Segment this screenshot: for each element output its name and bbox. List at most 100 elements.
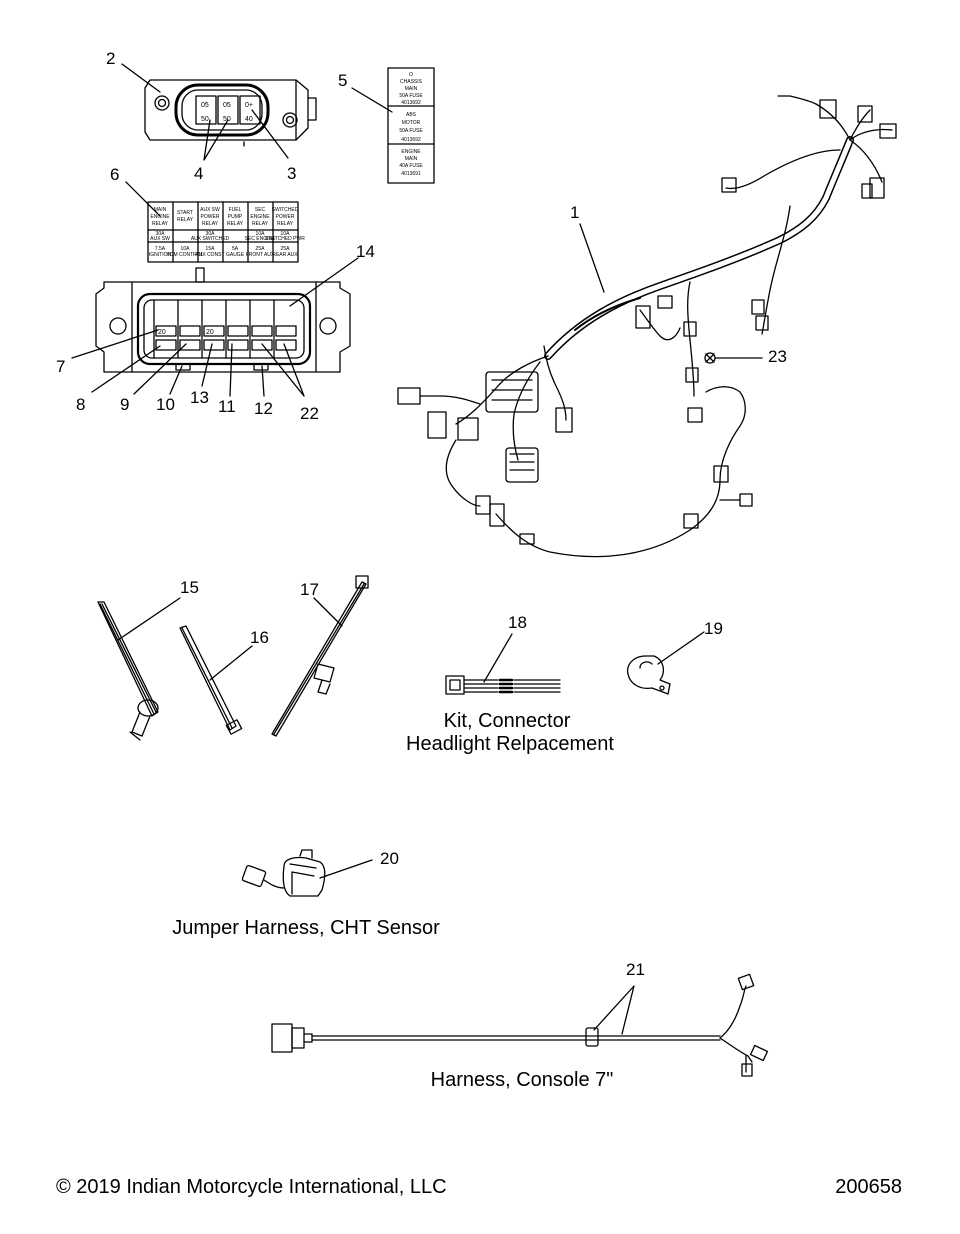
copyright-text: © 2019 Indian Motorcycle International, … (56, 1176, 447, 1198)
sticker-part: 4013691 (401, 171, 421, 177)
sticker-line: ABS (406, 112, 417, 118)
sticker-line: 50A FUSE (399, 128, 423, 134)
relay-top-cell: POWER (201, 214, 220, 220)
callout-20: 20 (380, 849, 399, 868)
relay-top-cell: RELAY (252, 221, 269, 227)
leader-3 (251, 109, 289, 159)
callout-18: 18 (508, 613, 527, 632)
sticker-line: MOTOR (402, 120, 421, 126)
relay-fuse-box (95, 267, 351, 373)
relay-bottom-cell: GAUGE (226, 252, 245, 258)
fuse-top-label: 05 (201, 102, 209, 109)
relay-bottom-cell: 5A (232, 246, 239, 252)
relay-top-cell: SWITCHED (272, 207, 299, 213)
relay-mid-cell: SWITCHED PWR (265, 236, 305, 242)
leader-6 (125, 181, 161, 217)
relay-mid-cell: SEC ENGINE (245, 236, 277, 242)
leader-14 (289, 257, 359, 307)
leader-8 (91, 345, 161, 393)
relay-top-cell: POWER (276, 214, 295, 220)
cable-tie-17 (271, 575, 369, 737)
leader-22 (261, 343, 305, 397)
fuse-top-label: 0+ (245, 102, 253, 109)
leader-19 (657, 631, 705, 665)
callout-numbers: 1 2 3 4 5 6 7 8 9 10 11 12 13 14 15 16 1… (56, 49, 787, 979)
leader-16 (209, 645, 253, 681)
leader-7 (71, 329, 159, 359)
cable-tie-16 (179, 625, 243, 735)
callout-13: 13 (190, 388, 209, 407)
fuse-bottom-label: 40 (245, 116, 253, 123)
leader-4 (203, 119, 229, 161)
callout-10: 10 (156, 395, 175, 414)
callout-14: 14 (356, 242, 375, 261)
relay-top-cell: RELAY (152, 221, 169, 227)
relay-label-sticker (147, 201, 299, 263)
callout-6: 6 (110, 165, 119, 184)
sticker-line: 50A FUSE (399, 93, 423, 99)
leader-12 (261, 365, 265, 397)
relay-mid-cell: AUX SW (150, 236, 170, 242)
callout-7: 7 (56, 357, 65, 376)
leader-1 (579, 223, 605, 293)
fuse-top-label: 05 (223, 102, 231, 109)
document-number: 200658 (835, 1176, 902, 1198)
sticker-line: MAIN (405, 156, 418, 162)
sticker-line: O (409, 72, 413, 78)
callout-2: 2 (106, 49, 115, 68)
relay-bottom-cell: 10A (181, 246, 191, 252)
callout-4: 4 (194, 164, 203, 183)
relay-top-cell: SEC (255, 207, 266, 213)
callout-17: 17 (300, 580, 319, 599)
fuse-sticker-text: O CHASSIS MAIN 50A FUSE 4013692 ABS MOTO… (399, 72, 423, 177)
p-clamp-19 (626, 655, 671, 695)
relay-top-cell: ENGINE (250, 214, 270, 220)
relay-mid-cell: 10A (281, 231, 291, 237)
leader-17 (313, 597, 343, 627)
relay-top-cell: MAIN (154, 207, 167, 213)
callout-22: 22 (300, 404, 319, 423)
relay-top-cell: PUMP (228, 214, 243, 220)
leader-10 (169, 365, 183, 395)
relay-top-cell: AUX SW (200, 207, 220, 213)
relay-top-cell: START (177, 210, 193, 216)
caption-console: Harness, Console 7" (431, 1069, 614, 1091)
relay-top-cell: FUEL (229, 207, 242, 213)
screw-23 (704, 352, 716, 364)
main-wiring-harness (397, 95, 897, 558)
callout-23: 23 (768, 347, 787, 366)
relay-bottom-cell: VCM CONTROL (167, 252, 204, 258)
relay-bottom-cell: 25A (256, 246, 266, 252)
captions: Kit, Connector Headlight Relpacement Jum… (172, 710, 614, 1091)
relay-mid-cell: 30A (206, 231, 216, 237)
leader-2 (121, 63, 161, 93)
caption-jumper: Jumper Harness, CHT Sensor (172, 917, 440, 939)
relay-box-fuse-label: 20 (206, 329, 214, 336)
relay-sticker-text: MAIN ENGINE RELAY START RELAY AUX SW POW… (149, 207, 305, 258)
relay-bottom-cell: 7.5A (155, 246, 166, 252)
relay-top-cell: RELAY (177, 217, 194, 223)
relay-mid-cell: 30A (156, 231, 166, 237)
relay-bottom-cell: REAR AUX (272, 252, 298, 258)
relay-bottom-cell: IGNITION (149, 252, 172, 258)
leader-15 (117, 597, 181, 641)
relay-bottom-cell: FRONT AUX (246, 252, 275, 258)
leader-5 (351, 87, 393, 113)
relay-top-cell: RELAY (277, 221, 294, 227)
fuse-block-labels: 05 05 0+ 50 50 40 (201, 102, 253, 123)
fuse-bottom-label: 50 (223, 116, 231, 123)
sticker-line: CHASSIS (400, 79, 423, 85)
callout-16: 16 (250, 628, 269, 647)
leader-9 (133, 343, 187, 395)
callout-3: 3 (287, 164, 296, 183)
callout-5: 5 (338, 71, 347, 90)
callout-19: 19 (704, 619, 723, 638)
callout-8: 8 (76, 395, 85, 414)
caption-kit-line2: Headlight Relpacement (406, 733, 614, 755)
callout-12: 12 (254, 399, 273, 418)
leader-11 (229, 343, 233, 397)
relay-bottom-cell: 25A (281, 246, 291, 252)
relay-mid-cell: AUX SWITCHED (191, 236, 230, 242)
fuse-block (144, 79, 317, 147)
